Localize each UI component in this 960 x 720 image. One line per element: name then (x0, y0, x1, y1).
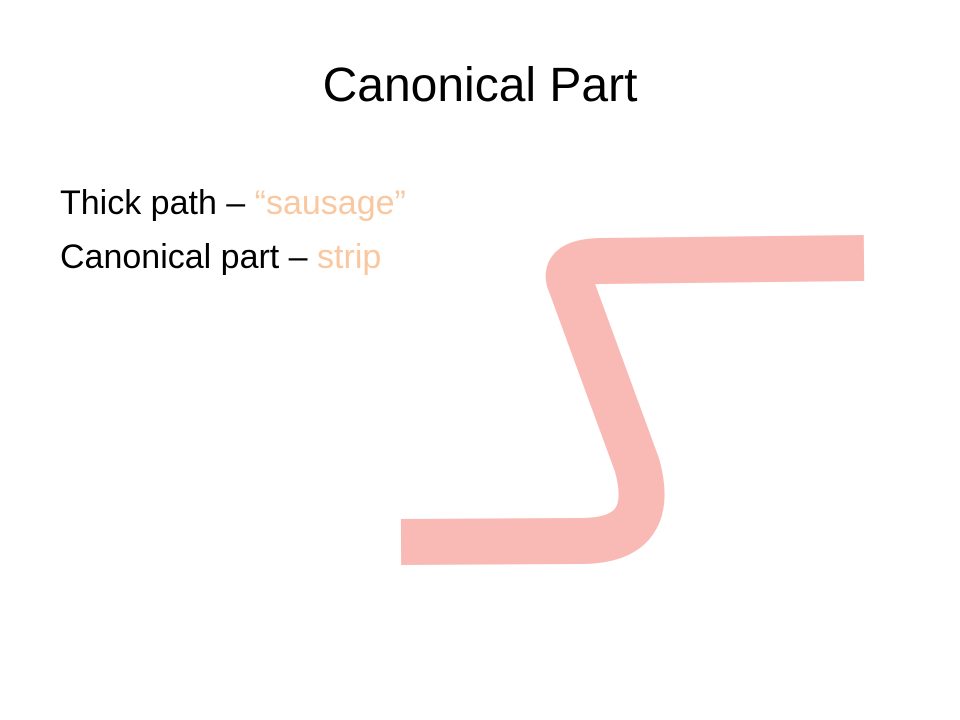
bullet-list: Thick path – “sausage” Canonical part – … (60, 176, 406, 284)
bullet-thick-path-highlight: “sausage” (254, 184, 406, 222)
bullet-thick-path-text: Thick path – (60, 184, 255, 222)
strip-path (400, 235, 865, 565)
bullet-canonical-part-highlight: strip (317, 238, 382, 276)
slide-title: Canonical Part (322, 59, 638, 112)
bullet-canonical-part: Canonical part – strip (60, 230, 406, 284)
bullet-thick-path: Thick path – “sausage” (60, 176, 406, 230)
bullet-canonical-part-text: Canonical part – (60, 238, 318, 276)
